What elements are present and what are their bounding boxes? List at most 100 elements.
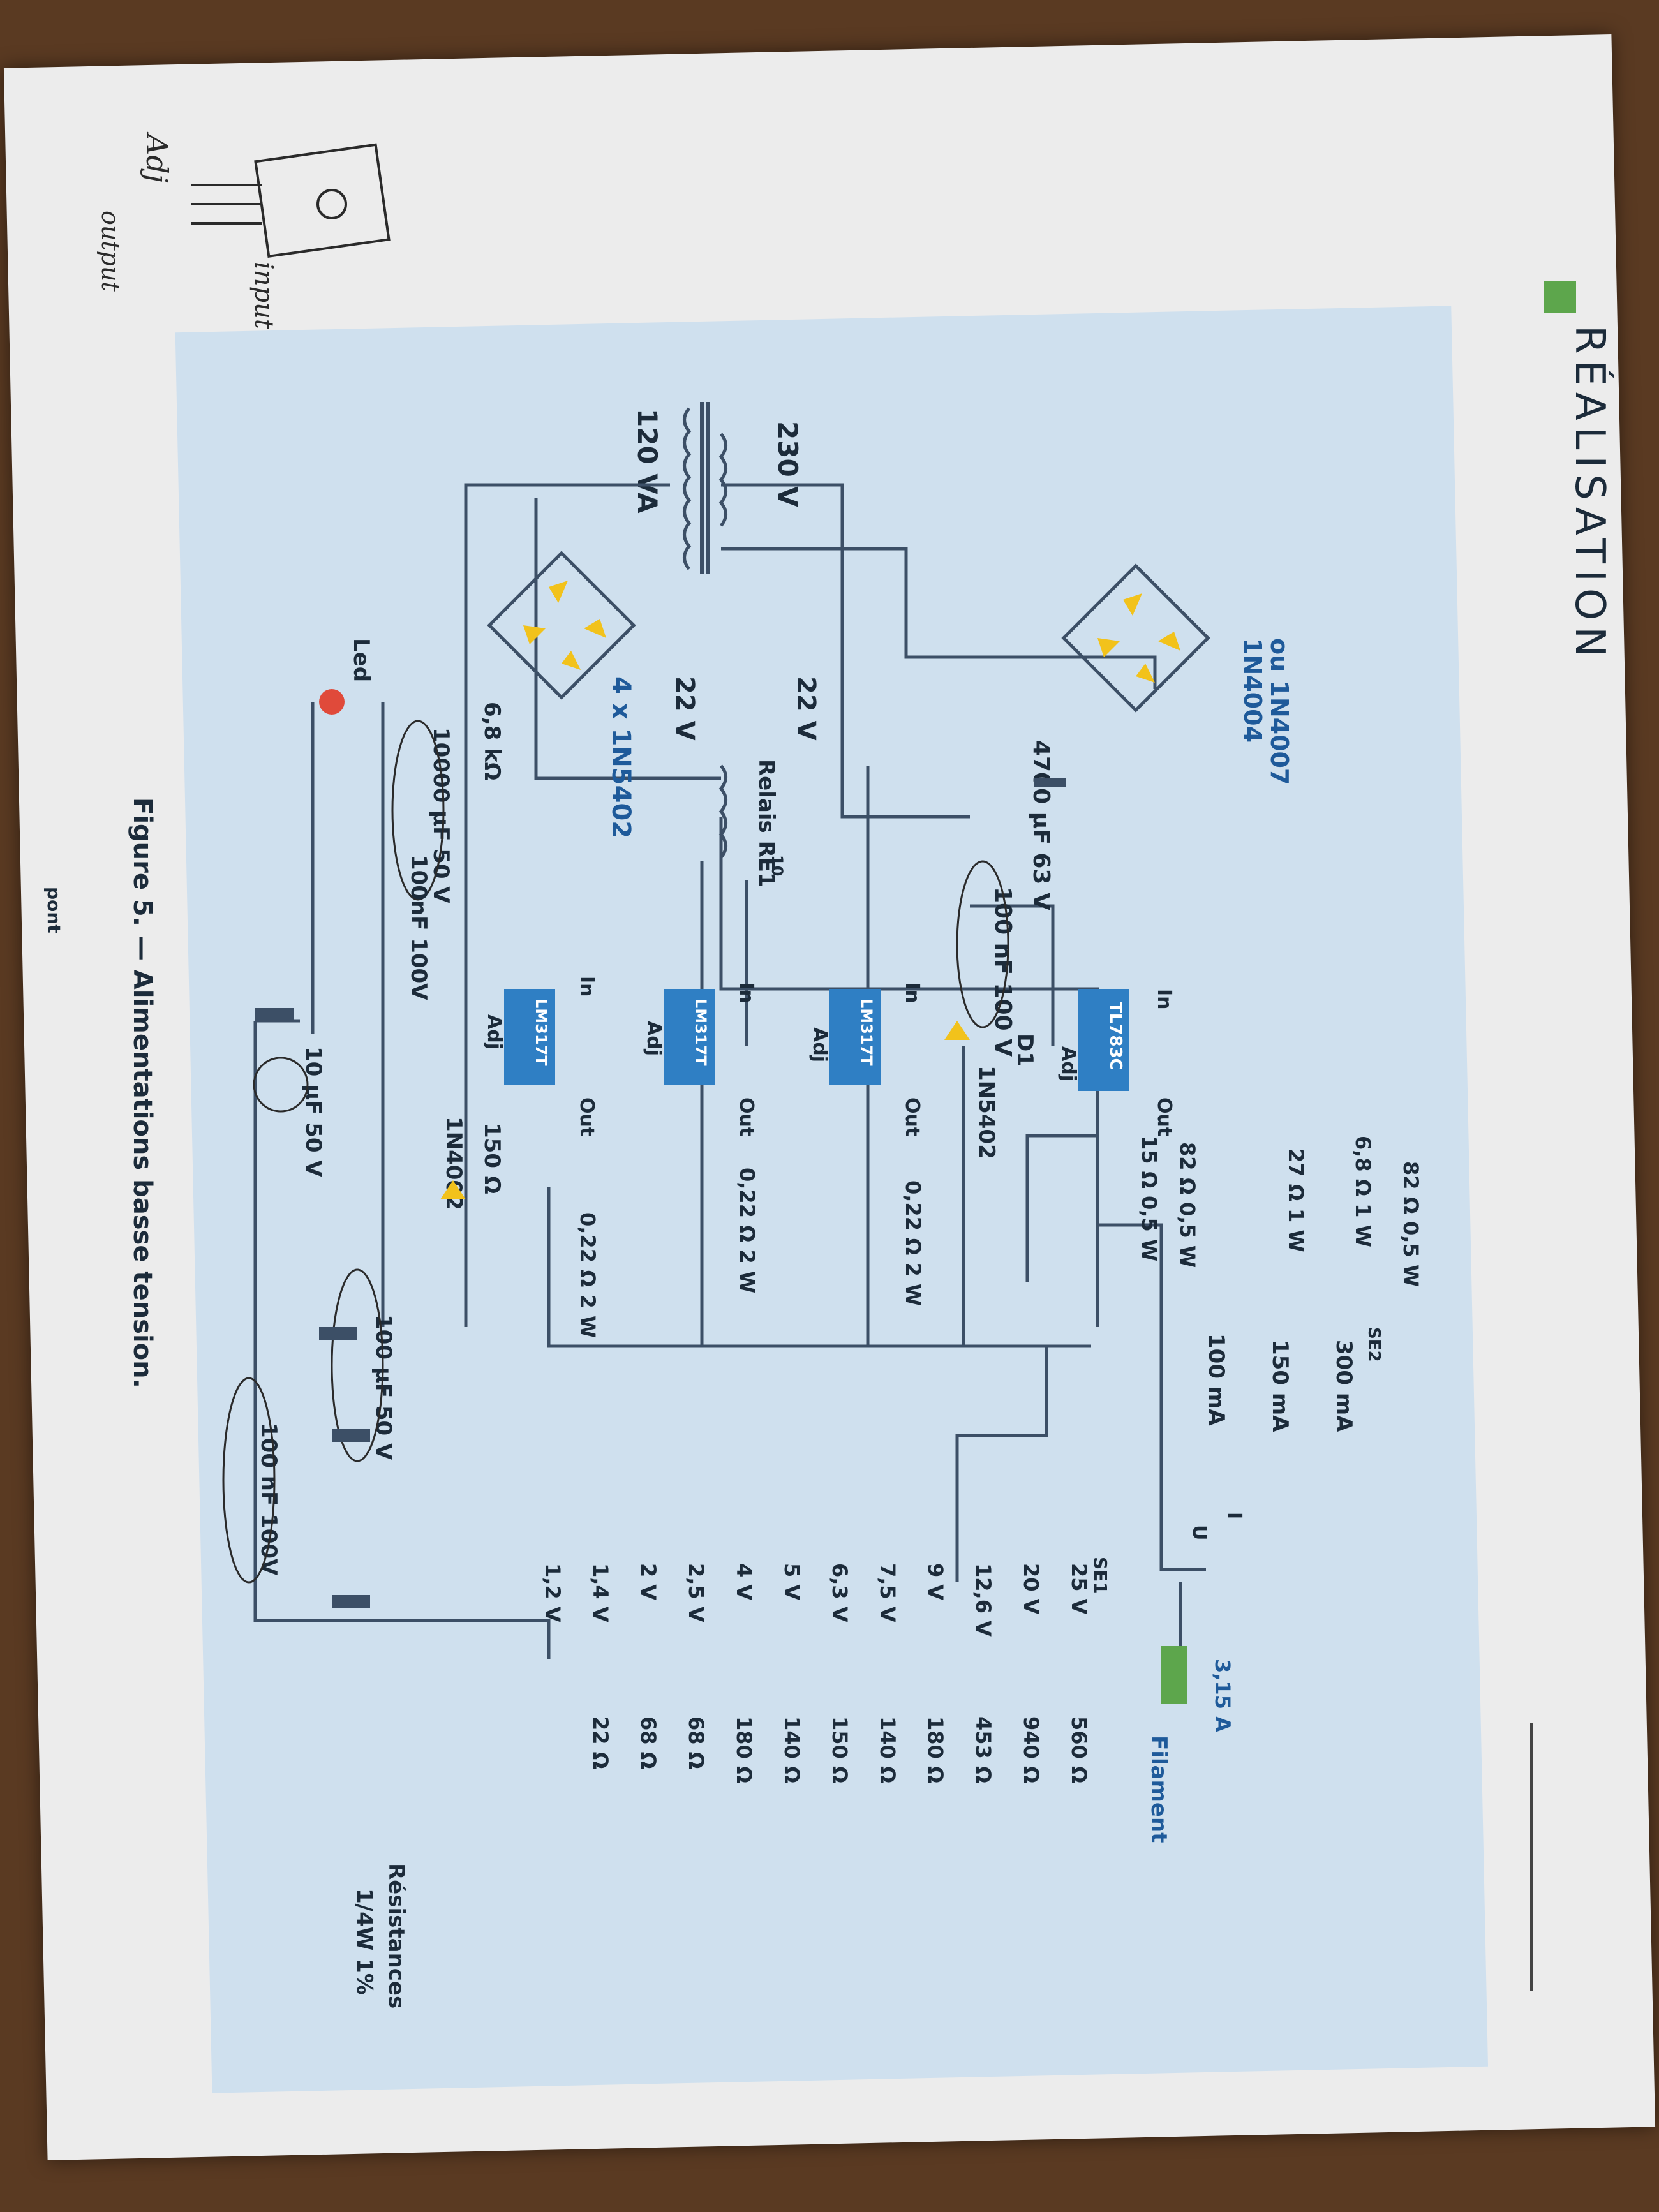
selector-voltage: 7,5 V <box>875 1563 900 1622</box>
fuse-rating: 3,15 A <box>1210 1659 1235 1732</box>
voltage-list: 25 V20 V12,6 V9 V7,5 V6,3 V5 V4 V2,5 V2 … <box>540 1563 1091 1637</box>
cap-4700-label: 4700 µF 63 V <box>1028 740 1054 910</box>
circle-annotation-film-out <box>222 1377 276 1584</box>
label-u: U <box>1188 1525 1210 1540</box>
selector-voltage: 1,4 V <box>588 1563 613 1622</box>
xfmr-secondary-1: 22 V <box>670 676 699 741</box>
res-6-8k: 6,8 kΩ <box>479 702 505 781</box>
ground-symbols <box>255 1008 370 1608</box>
regulator-tl783 <box>1078 989 1129 1091</box>
cap-10uf-label: 10 µF 50 V <box>301 1046 326 1177</box>
res-82-top: 82 Ω 0,5 W <box>1399 1161 1423 1287</box>
lm317-1-label: LM317T <box>858 998 875 1066</box>
hand-output: output <box>96 211 124 292</box>
selector-voltage: 20 V <box>1019 1563 1043 1615</box>
se2-label: SE2 <box>1364 1327 1383 1362</box>
diode-d1-part: 1N5402 <box>974 1065 999 1159</box>
selector-resistor: 940 Ω <box>1019 1716 1043 1783</box>
xfmr-rating-label: 120 VA <box>632 408 663 514</box>
regulator-tl783-label: TL783C <box>1106 1002 1125 1071</box>
lm317-regulator-1: LM317T In Out Adj 0,22 Ω 2 W <box>808 983 925 1306</box>
led-label: Led <box>348 638 374 682</box>
lm317-3-adj: Adj <box>483 1014 505 1050</box>
fuse: 3,15 A Filament <box>1146 1646 1235 1843</box>
footer-fragment: pont <box>43 887 64 933</box>
regulator-tl783-out: Out <box>1153 1097 1175 1136</box>
circle-annotation-upper <box>956 860 1009 1028</box>
label-i: I <box>1223 1512 1246 1519</box>
selector-voltage: 1,2 V <box>540 1563 565 1622</box>
selector-resistor: 150 Ω <box>828 1716 852 1783</box>
upper-bridge-label: 1N4004 ou 1N4007 <box>1239 638 1293 785</box>
res-82-mid: 82 Ω 0,5 W <box>1175 1142 1200 1268</box>
selector-voltage: 5 V <box>780 1563 804 1600</box>
cap-film-lower-label: 100nF 100V <box>406 855 431 1000</box>
selector-resistor: 453 Ω <box>971 1716 995 1783</box>
lm317-1-adj: Adj <box>808 1027 831 1062</box>
lm317-1-in: In <box>901 983 923 1004</box>
lm317-2-label: LM317T <box>692 998 710 1066</box>
regulator-tl783-adj: Adj <box>1057 1046 1080 1081</box>
upper-bridge-line2: ou 1N4007 <box>1265 638 1293 785</box>
relay-pin: 10 <box>768 855 786 876</box>
selector-resistor: 180 Ω <box>923 1716 948 1783</box>
relay-label: Relais RE1 <box>754 759 779 887</box>
lm317-1-res: 0,22 Ω 2 W <box>901 1180 925 1306</box>
res-6-8: 6,8 Ω 1 W <box>1351 1136 1375 1247</box>
lower-bridge: 4 x 1N5402 <box>487 551 636 838</box>
hand-adj: Adj <box>140 131 174 183</box>
selector-voltage: 2 V <box>636 1563 660 1600</box>
res-150: 150 Ω <box>479 1123 505 1194</box>
selector-voltage: 6,3 V <box>828 1563 852 1622</box>
cap-10000-label: 10000 µF 50 V <box>428 727 454 903</box>
lm317-regulator-2: LM317T In Out Adj 0,22 Ω 2 W <box>643 983 759 1293</box>
lower-section: 6,8 kΩ Led 10000 µF 50 V 100nF 100V 10 µ… <box>222 638 505 1584</box>
circle-annotation-100uf <box>331 1268 384 1462</box>
selector-resistor: 68 Ω <box>636 1716 660 1769</box>
cap-film-upper-label: 100 nF 100 V <box>990 887 1016 1057</box>
selector-voltage: 9 V <box>923 1563 948 1600</box>
xfmr-primary-label: 230 V <box>772 421 803 507</box>
current-300: 300 mA <box>1331 1340 1357 1432</box>
selector-voltage: 12,6 V <box>971 1563 995 1637</box>
fuse-label: Filament <box>1146 1735 1172 1843</box>
lm317-3-out: Out <box>576 1097 598 1136</box>
upper-bridge-line1: 1N4004 <box>1239 638 1267 743</box>
transformer: 230 V 120 VA 22 V 22 V <box>632 402 821 859</box>
selector-resistor: 22 Ω <box>588 1716 613 1769</box>
res-15: 15 Ω 0,5 W <box>1137 1136 1161 1261</box>
res-27: 27 Ω 1 W <box>1284 1148 1308 1252</box>
xfmr-secondary-2: 22 V <box>791 676 821 741</box>
handwritten-sketch: Adj output input <box>96 131 391 330</box>
selector-resistor: 140 Ω <box>875 1716 900 1783</box>
lm317-1-out: Out <box>901 1097 923 1136</box>
header-title: RÉALISATION <box>1566 325 1614 664</box>
lower-bridge-label: 4 x 1N5402 <box>606 676 636 838</box>
se1-label: SE1 <box>1090 1557 1111 1594</box>
lm317-2-in: In <box>735 983 757 1004</box>
figure-caption: Figure 5. — Alimentations basse tension. <box>128 798 157 1388</box>
selector-se1: SE1 25 V20 V12,6 V9 V7,5 V6,3 V5 V4 V2,5… <box>352 1557 1111 2008</box>
selector-voltage: 2,5 V <box>684 1563 708 1622</box>
circle-annotation-10000 <box>391 720 445 901</box>
section-marker <box>1544 281 1576 313</box>
lm317-regulator-3: LM317T In Out Adj 0,22 Ω 2 W <box>483 976 600 1338</box>
resistors-title: Résistances <box>383 1863 409 2008</box>
current-150: 150 mA <box>1267 1340 1293 1432</box>
selector-resistor: 140 Ω <box>780 1716 804 1783</box>
upper-section: 4700 µF 63 V 100 nF 100 V TL783C In Out … <box>944 740 1423 1540</box>
lm317-3-in: In <box>576 976 598 997</box>
selector-voltage: 4 V <box>732 1563 756 1600</box>
resistors-spec: 1/4W 1% <box>352 1889 377 1995</box>
lm317-2-res: 0,22 Ω 2 W <box>735 1168 759 1293</box>
lm317-2-adj: Adj <box>643 1021 665 1056</box>
upper-bridge: 1N4004 ou 1N4007 <box>1061 563 1293 785</box>
circle-annotation-10uf <box>253 1057 309 1113</box>
selector-resistor: 68 Ω <box>684 1716 708 1769</box>
regulator-tl783-in: In <box>1153 989 1175 1010</box>
diode-d1-name: D1 <box>1012 1034 1038 1067</box>
lm317-2-out: Out <box>735 1097 757 1136</box>
